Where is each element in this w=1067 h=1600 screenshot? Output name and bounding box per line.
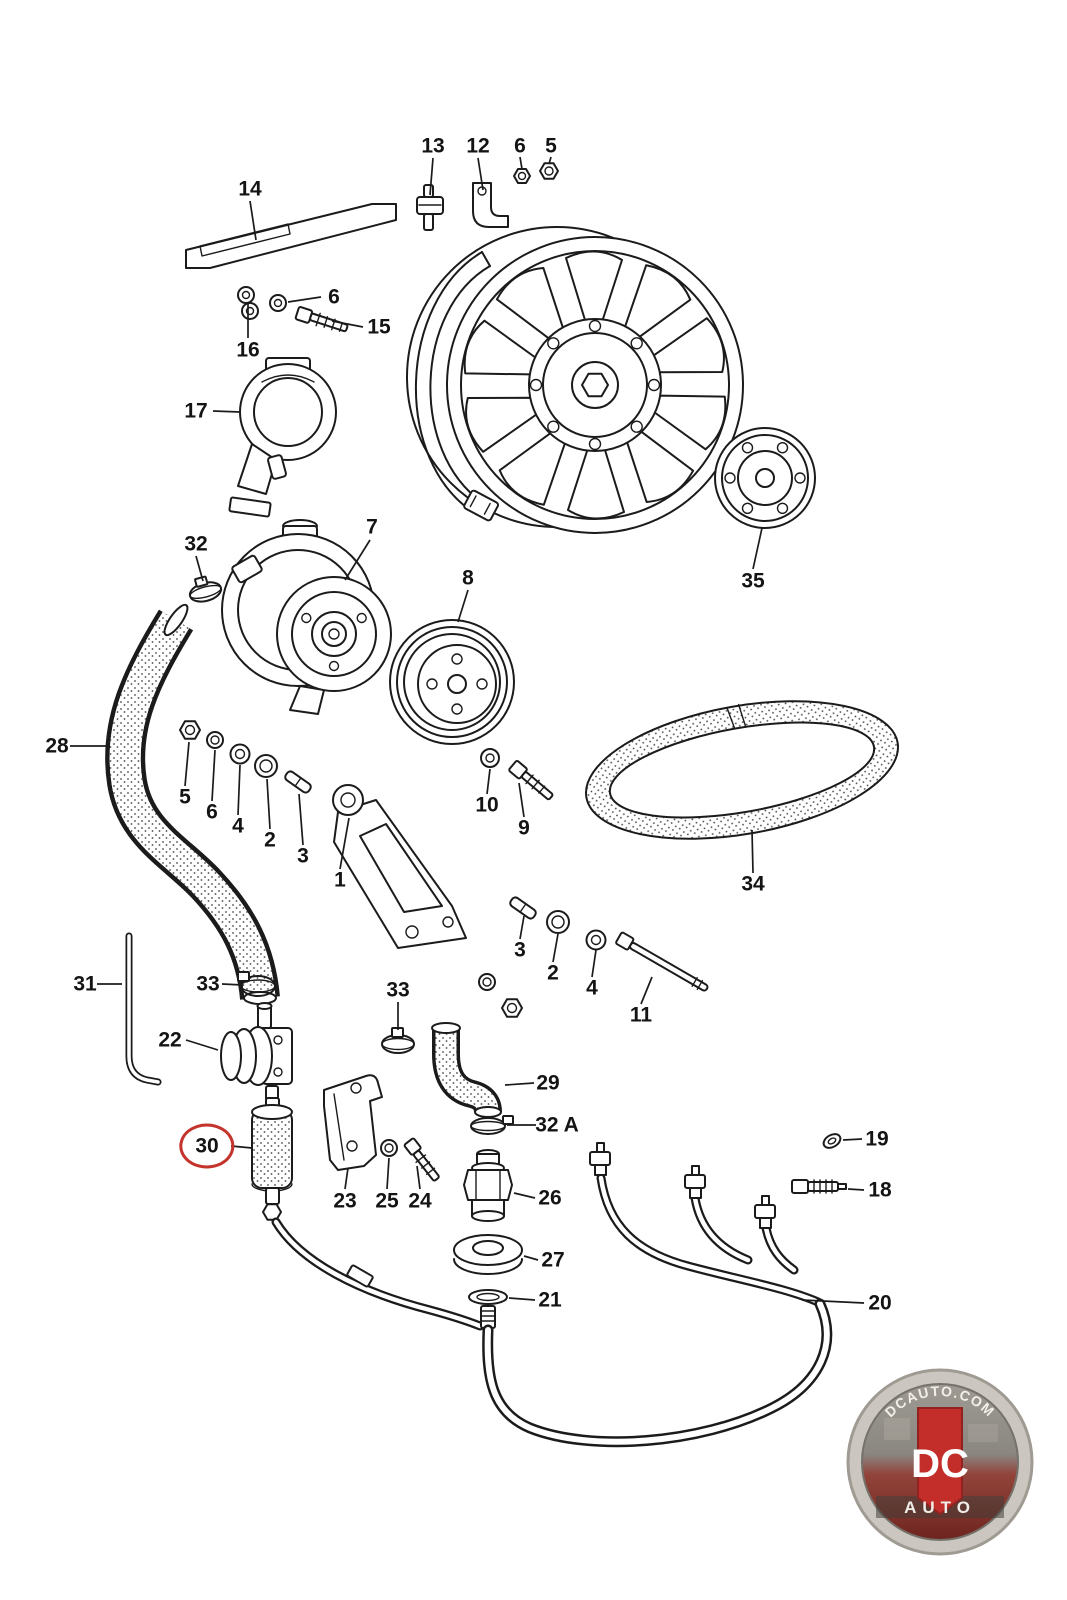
pipe-fitting-3 (754, 1195, 776, 1229)
dcauto-logo: DCAUTO.COM DC AUTO (846, 1368, 1034, 1556)
fasteners-left-group (179, 720, 312, 794)
nut-6-top (513, 168, 531, 184)
union-18 (791, 1179, 847, 1194)
grommet-27 (453, 1234, 523, 1275)
seal-ring-21 (468, 1289, 508, 1305)
clamp-32 (188, 575, 223, 603)
leader-lines (70, 156, 865, 1304)
clamp-32a (470, 1115, 514, 1135)
air-pump-17 (228, 357, 337, 518)
bolt-24 (403, 1137, 440, 1182)
fan-strap (414, 251, 499, 522)
mount-rail-14 (185, 203, 397, 269)
valve-26 (463, 1149, 513, 1222)
injection-pipe-20 (482, 1142, 833, 1448)
pulley-35 (714, 427, 816, 529)
washer-19 (822, 1133, 842, 1149)
pipe-31 (125, 932, 162, 1086)
clamp-33-right (381, 1027, 415, 1054)
v-belt-34 (585, 700, 899, 840)
bolt-15 (294, 306, 349, 333)
bracket-12 (472, 182, 509, 228)
pipe-fitting-1 (589, 1142, 611, 1176)
logo-shield (917, 1407, 963, 1516)
pulley-8 (389, 619, 515, 745)
filter-30 (251, 1097, 293, 1221)
bolt-9 (508, 760, 554, 801)
nut-5-lower (501, 998, 523, 1018)
washer-6-mid (269, 294, 287, 312)
check-valve-22 (220, 1002, 293, 1101)
nut-5-top (539, 162, 559, 180)
fasteners-right-group (509, 896, 709, 992)
logo-main-text: DC (911, 1442, 969, 1486)
washer-6-lower (478, 973, 496, 991)
fan-wheel (406, 226, 744, 534)
washer-10 (480, 748, 500, 768)
logo-bottom-text: AUTO (904, 1498, 976, 1517)
damper-13 (416, 184, 444, 231)
air-pump-7 (221, 519, 392, 715)
bracket-23 (323, 1074, 383, 1171)
elbow-hose-29 (431, 1022, 502, 1118)
washers-16 (237, 286, 259, 320)
fuel-line-left (271, 1217, 485, 1331)
washer-25 (380, 1139, 398, 1157)
clamp-33-left (237, 971, 276, 997)
bracket-1 (332, 784, 467, 949)
pipe-fitting-2 (684, 1165, 706, 1199)
